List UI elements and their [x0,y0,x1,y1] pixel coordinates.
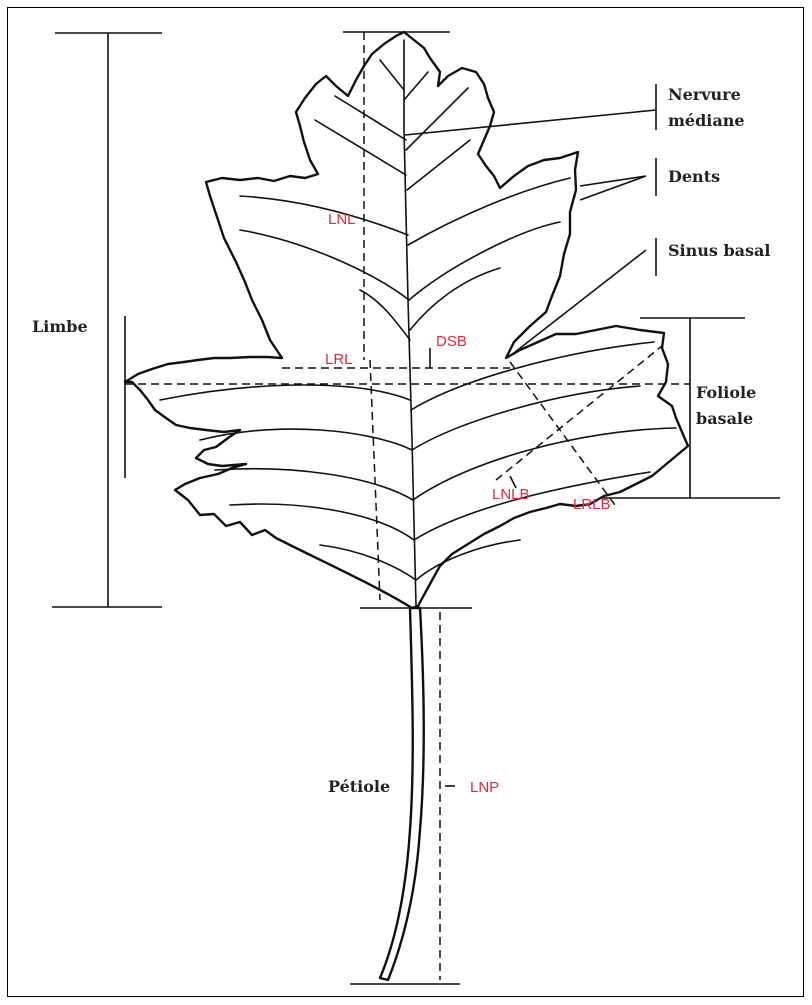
limbe-label: Limbe [32,317,88,336]
code-lnp: LNP [470,779,499,796]
code-lnl: LNL [328,211,356,228]
code-lrlb: LRLB [573,496,611,513]
code-lnlb: LNLB [492,486,530,503]
sinus-basal-label: Sinus basal [668,241,770,260]
nervure-label-line2: médiane [668,111,745,130]
code-dsb: DSB [436,333,467,350]
petiole-label: Pétiole [328,777,390,796]
foliole-label-line2: basale [696,409,753,428]
nervure-label-line1: Nervure [668,85,741,104]
code-lrl: LRL [325,351,353,368]
dents-label: Dents [668,167,720,186]
leaf-blade [125,32,688,608]
foliole-label-line1: Foliole [696,383,756,402]
